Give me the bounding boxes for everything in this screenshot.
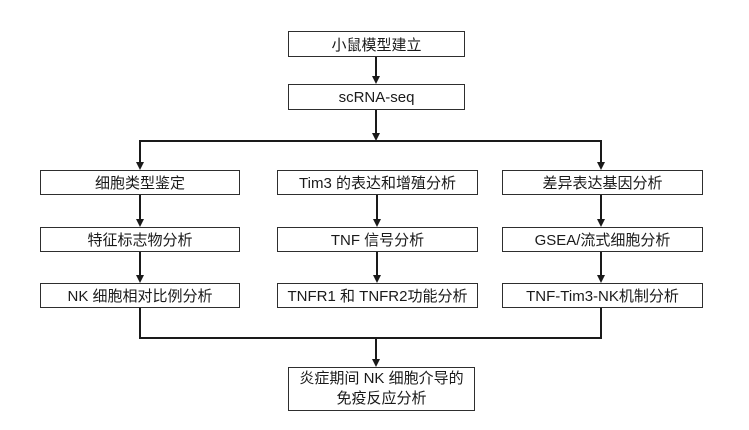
flow-node-nk-proportion-analysis: NK 细胞相对比例分析 <box>40 283 240 308</box>
connector-right1-right2 <box>600 195 602 220</box>
connector-left2-left3 <box>139 252 141 276</box>
connector-left1-left2 <box>139 195 141 220</box>
connector-branch-left <box>139 141 141 163</box>
final-node-line1: 炎症期间 NK 细胞介导的 <box>299 370 464 387</box>
flow-node-tnf-signal-analysis: TNF 信号分析 <box>277 227 478 252</box>
flow-node-cell-type-identification: 细胞类型鉴定 <box>40 170 240 195</box>
flow-node-marker-analysis: 特征标志物分析 <box>40 227 240 252</box>
connector-mid1-mid2 <box>376 195 378 220</box>
flow-node-scrna-seq: scRNA-seq <box>288 84 465 110</box>
arrow-down-icon <box>135 219 144 227</box>
arrow-down-icon <box>596 219 605 227</box>
flow-node-gsea-flow-analysis: GSEA/流式细胞分析 <box>502 227 703 252</box>
connector-right3-merge <box>600 308 602 338</box>
arrow-down-icon <box>135 275 144 283</box>
arrow-down-icon <box>371 133 380 141</box>
connector-right2-right3 <box>600 252 602 276</box>
arrow-down-icon <box>371 76 380 84</box>
branch-horizontal-line <box>139 140 602 142</box>
merge-horizontal-line <box>139 337 602 339</box>
connector-merge-final <box>375 339 377 360</box>
arrow-down-icon <box>135 162 144 170</box>
connector-top1-top2 <box>375 57 377 77</box>
flow-node-immune-response-analysis: 炎症期间 NK 细胞介导的 免疫反应分析 <box>288 367 475 411</box>
connector-mid2-mid3 <box>376 252 378 276</box>
connector-left3-merge <box>139 308 141 338</box>
connector-branch-right <box>600 141 602 163</box>
arrow-down-icon <box>596 162 605 170</box>
final-node-line2: 免疫反应分析 <box>336 390 427 407</box>
flow-node-tnfr-function-analysis: TNFR1 和 TNFR2功能分析 <box>277 283 478 308</box>
flow-node-tim3-expression-analysis: Tim3 的表达和增殖分析 <box>277 170 478 195</box>
arrow-down-icon <box>372 219 381 227</box>
arrow-down-icon <box>372 275 381 283</box>
flow-node-deg-analysis: 差异表达基因分析 <box>502 170 703 195</box>
arrow-down-icon <box>371 359 380 367</box>
flow-node-tnf-tim3-nk-mechanism: TNF-Tim3-NK机制分析 <box>502 283 703 308</box>
arrow-down-icon <box>596 275 605 283</box>
connector-top2-branch <box>375 110 377 134</box>
flow-node-mouse-model: 小鼠模型建立 <box>288 31 465 57</box>
